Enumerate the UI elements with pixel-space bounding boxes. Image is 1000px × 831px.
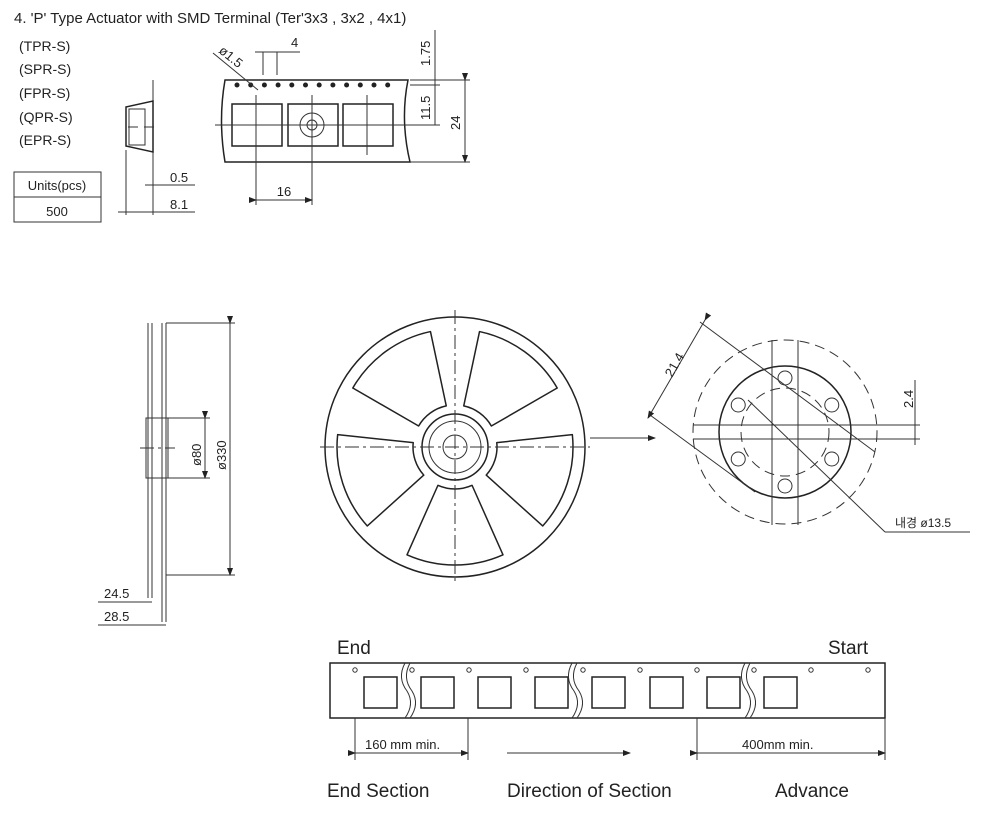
dim-thickness: 0.5 bbox=[170, 170, 188, 185]
sprocket-hole bbox=[289, 82, 295, 88]
end-label: End bbox=[337, 638, 371, 659]
reel-front-view bbox=[320, 310, 656, 585]
bolt-hole bbox=[777, 478, 793, 494]
model-item: (QPR-S) bbox=[19, 109, 73, 125]
sprocket-hole bbox=[694, 667, 700, 673]
sprocket-hole bbox=[865, 667, 871, 673]
sprocket-hole bbox=[316, 82, 322, 88]
tape-pocket bbox=[706, 676, 741, 709]
dim-depth: 8.1 bbox=[170, 197, 188, 212]
bolt-hole bbox=[777, 370, 793, 386]
tape-pocket bbox=[420, 676, 455, 709]
tape-pocket bbox=[534, 676, 569, 709]
section-title: 4. 'P' Type Actuator with SMD Terminal (… bbox=[14, 10, 406, 27]
bolt-hole bbox=[730, 451, 746, 467]
dim-hole-pitch: 4 bbox=[291, 35, 298, 50]
tape-pocket bbox=[591, 676, 626, 709]
model-item: (FPR-S) bbox=[19, 85, 70, 101]
sprocket-hole bbox=[523, 667, 529, 673]
sprocket-hole bbox=[248, 82, 254, 88]
bolt-hole bbox=[824, 397, 840, 413]
tape-pocket bbox=[363, 676, 398, 709]
model-list: (TPR-S) (SPR-S) (FPR-S) (QPR-S) (EPR-S) bbox=[19, 38, 73, 148]
dim-outer-width: 28.5 bbox=[104, 609, 129, 624]
dim-edge: 1.75 bbox=[418, 41, 433, 66]
reel-side-view: ø80 ø330 24.5 28.5 bbox=[98, 316, 235, 626]
hub-detail-view: 21.4 2.4 내경 ø13.5 bbox=[647, 312, 970, 533]
bolt-hole bbox=[730, 397, 746, 413]
reel-window bbox=[462, 330, 558, 427]
tape-break bbox=[741, 662, 756, 719]
sprocket-hole bbox=[352, 667, 358, 673]
sprocket-hole bbox=[330, 82, 336, 88]
dim-hole-dia: ø1.5 bbox=[216, 43, 246, 71]
model-item: (EPR-S) bbox=[19, 132, 71, 148]
tape-pocket bbox=[763, 676, 798, 709]
leader-tape-diagram: End Start 160 mm min. 400mm min. End Sec… bbox=[327, 638, 886, 802]
dim-hub: ø80 bbox=[189, 444, 204, 466]
dim-inner-dia: 내경 ø13.5 bbox=[895, 516, 951, 530]
bolt-hole bbox=[824, 451, 840, 467]
advance-label: Advance bbox=[775, 781, 849, 802]
sprocket-hole bbox=[261, 82, 267, 88]
sprocket-hole bbox=[344, 82, 350, 88]
sprocket-hole bbox=[234, 82, 240, 88]
direction-label: Direction of Section bbox=[507, 781, 672, 802]
tape-pocket bbox=[649, 676, 684, 709]
sprocket-hole bbox=[385, 82, 391, 88]
tape-break bbox=[401, 662, 416, 719]
units-value: 500 bbox=[46, 204, 68, 219]
reel-window bbox=[336, 433, 425, 527]
dim-reel: ø330 bbox=[214, 440, 229, 470]
reel-window bbox=[352, 330, 448, 427]
tape-break bbox=[568, 662, 583, 719]
sprocket-hole bbox=[275, 82, 281, 88]
units-table: Units(pcs) 500 bbox=[13, 171, 102, 223]
model-item: (SPR-S) bbox=[19, 61, 71, 77]
sprocket-hole bbox=[357, 82, 363, 88]
sprocket-hole bbox=[466, 667, 472, 673]
sprocket-hole bbox=[303, 82, 308, 88]
sprocket-hole bbox=[409, 667, 415, 673]
reel-window bbox=[406, 484, 504, 566]
sprocket-hole bbox=[371, 82, 377, 88]
dim-width: 24 bbox=[448, 116, 463, 130]
tape-pocket bbox=[477, 676, 512, 709]
dim-diag: 21.4 bbox=[662, 350, 688, 379]
sprocket-hole bbox=[808, 667, 814, 673]
sprocket-hole bbox=[751, 667, 757, 673]
carrier-tape-top-view: 16 4 ø1.5 1.75 11.5 24 bbox=[212, 30, 470, 205]
start-label: Start bbox=[828, 638, 869, 659]
start-length: 400mm min. bbox=[742, 737, 814, 752]
end-section-label: End Section bbox=[327, 781, 429, 802]
dim-inner-width: 24.5 bbox=[104, 586, 129, 601]
component-side-view: 0.5 8.1 bbox=[118, 80, 195, 215]
dim-slot: 2.4 bbox=[901, 390, 916, 408]
sprocket-hole bbox=[580, 667, 586, 673]
reel-window bbox=[485, 433, 574, 527]
end-length: 160 mm min. bbox=[365, 737, 440, 752]
model-item: (TPR-S) bbox=[19, 38, 70, 54]
sprocket-hole bbox=[637, 667, 643, 673]
dim-center: 11.5 bbox=[418, 96, 433, 120]
units-header: Units(pcs) bbox=[28, 178, 87, 193]
dim-pocket-pitch: 16 bbox=[277, 184, 291, 199]
